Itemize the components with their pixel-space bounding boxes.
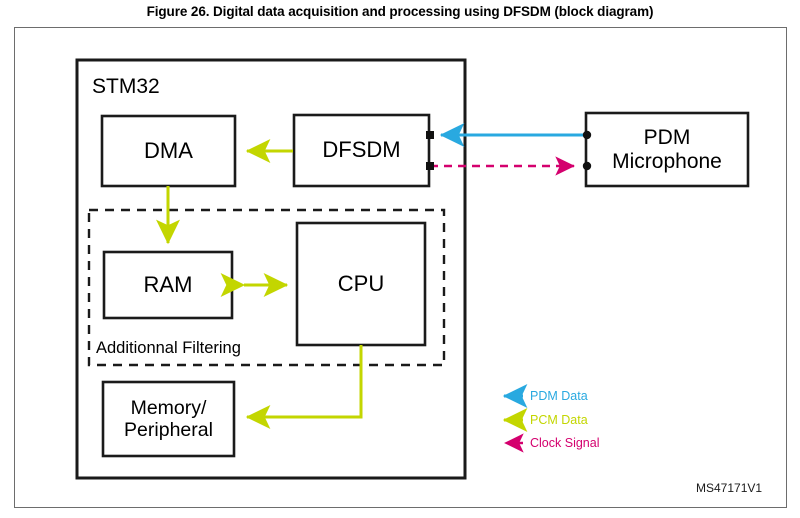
- additional-filtering-label: Additionnal Filtering: [96, 339, 241, 357]
- stm32-enclosure: [75, 58, 467, 480]
- additional-filtering-group: [87, 208, 446, 367]
- figure-watermark: MS47171V1: [696, 481, 763, 495]
- memory-peripheral-block[interactable]: [101, 380, 236, 458]
- junction-dfsdm-pdm: [426, 131, 434, 139]
- stm32-enclosure-label: STM32: [92, 75, 160, 98]
- ram-block[interactable]: [102, 250, 234, 320]
- legend-label-clock-signal: Clock Signal: [530, 436, 600, 450]
- junction-dfsdm-clock: [426, 162, 434, 170]
- legend-label-pdm-data: PDM Data: [530, 389, 588, 403]
- pdm-microphone-block[interactable]: [584, 111, 750, 188]
- legend-label-pcm-data: PCM Data: [530, 413, 588, 427]
- dfsdm-block[interactable]: [292, 113, 431, 188]
- cpu-block[interactable]: [295, 221, 427, 347]
- figure-title: Figure 26. Digital data acquisition and …: [146, 4, 654, 19]
- dma-block[interactable]: [100, 114, 237, 188]
- junction-mic-clock: [582, 161, 592, 171]
- junction-mic-pdm: [582, 130, 592, 140]
- connector-cpu-to-memory: [245, 345, 363, 429]
